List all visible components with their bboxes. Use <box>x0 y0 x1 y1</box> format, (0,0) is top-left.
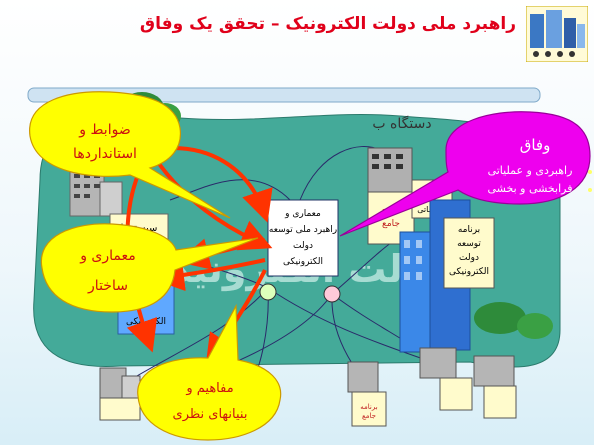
callout-concepts <box>137 303 282 441</box>
callout-architecture <box>40 223 259 313</box>
central-box-line3: دولت <box>293 241 313 251</box>
city-buildings-logo <box>526 6 588 62</box>
callout-standards <box>29 91 231 219</box>
callout-architecture-line1: معماری و <box>79 248 136 264</box>
right-doc-line4: الکترونیکی <box>449 267 489 277</box>
central-box-line2: راهبرد ملی توسعه <box>269 225 337 235</box>
central-box-line4: الکترونیکی <box>283 257 323 267</box>
page-title: راهبرد ملی دولت الکترونیک – تحقق یک وفاق <box>139 14 516 34</box>
right-doc-line2: توسعه <box>457 239 481 249</box>
central-box <box>267 199 339 277</box>
bottom-doc-line1: برنامه <box>360 403 377 411</box>
central-box-line1: معماری و <box>284 209 321 219</box>
callout-concepts-line1: مفاهیم و <box>185 381 233 396</box>
callout-consensus <box>339 111 591 237</box>
hub-node-right <box>323 285 341 303</box>
right-building <box>367 147 413 193</box>
device-label: دستگاه ب <box>372 115 431 132</box>
bottom-doc-line2: جامع <box>362 412 376 420</box>
callout-concepts-line2: بنیانهای نظری <box>173 407 248 422</box>
left-doc-label: الکترونیکی <box>126 317 166 327</box>
callout-standards-line2: استانداردها <box>73 146 137 162</box>
hub-node-left <box>259 283 277 301</box>
right-doc-line1: برنامه <box>458 225 480 235</box>
callout-standards-line1: ضوابط و <box>78 122 130 138</box>
callout-consensus-item2: فرابخشی و بخشی <box>488 182 573 195</box>
callout-architecture-line2: ساختار <box>87 278 128 294</box>
bottom-buildings: برنامه جامع <box>99 347 517 427</box>
right-program-doc <box>443 217 495 289</box>
mid-doc-line2: جامع <box>382 219 400 229</box>
callout-consensus-title: وفاق <box>520 136 551 154</box>
left-building-top <box>69 167 123 217</box>
right-doc-line3: دولت <box>459 253 479 263</box>
callout-consensus-item1: راهبردی و عملیاتی <box>488 164 573 177</box>
